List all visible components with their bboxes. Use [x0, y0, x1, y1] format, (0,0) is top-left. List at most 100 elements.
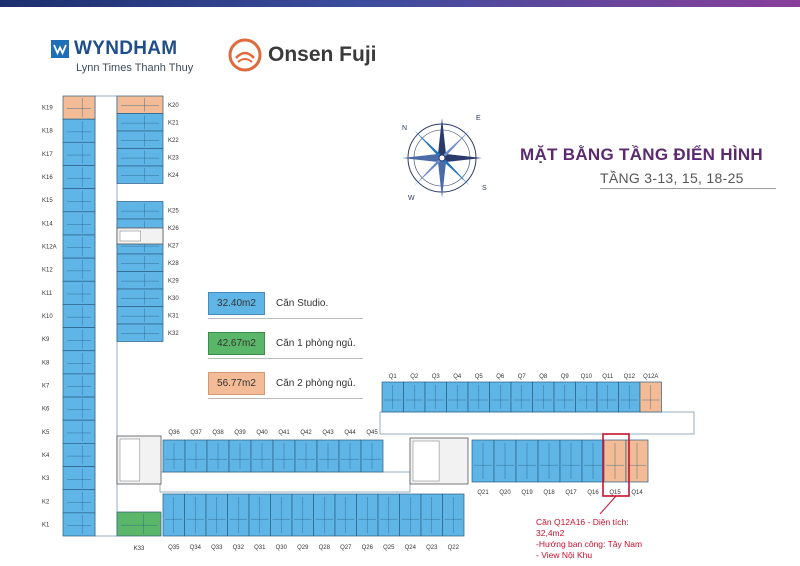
unit-q4 [446, 381, 469, 413]
corridor [379, 411, 695, 435]
unit-label-k10: K10 [42, 314, 53, 320]
unit-label-q15: Q15 [609, 490, 621, 496]
unit-label-k31: K31 [168, 313, 179, 319]
unit-label-k22: K22 [168, 138, 179, 144]
unit-q45 [360, 439, 384, 473]
unit-k5 [62, 419, 96, 444]
unit-q21 [471, 439, 495, 483]
unit-fill [62, 512, 96, 537]
unit-label-q26: Q26 [362, 545, 374, 551]
unit-fill [62, 188, 96, 213]
unit-k22 [116, 130, 164, 149]
annotation-line: 32,4m2 [536, 528, 565, 538]
compass-n-label: N [402, 125, 407, 132]
wyndham-subtitle: Lynn Times Thanh Thuy [76, 62, 194, 74]
unit-q41 [272, 439, 296, 473]
unit-label-q10: Q10 [581, 374, 593, 380]
legend-swatch-one-bed: 42.67m2 [208, 332, 265, 355]
annotation-line: Căn Q12A16 - Diện tích: [536, 517, 629, 527]
unit-fill [62, 489, 96, 514]
unit-q20 [493, 439, 517, 483]
unit-k10 [62, 304, 96, 328]
unit-fill [62, 443, 96, 467]
unit-k12 [62, 257, 96, 282]
page-subtitle: TẦNG 3-13, 15, 18-25 [600, 170, 744, 186]
unit-k7 [62, 373, 96, 398]
stair-core [409, 437, 469, 485]
unit-label-q41: Q41 [278, 430, 290, 436]
unit-fill [116, 201, 164, 220]
unit-k29 [116, 271, 164, 290]
unit-label-k4: K4 [42, 453, 50, 459]
unit-fill [116, 306, 164, 325]
unit-k2 [62, 489, 96, 514]
unit-k28 [116, 253, 164, 272]
legend-label-two-bed: Căn 2 phòng ngủ. [276, 378, 356, 389]
unit-k15 [62, 188, 96, 213]
unit-k12a [62, 234, 96, 259]
unit-label-k27: K27 [168, 243, 179, 249]
unit-label-k12a: K12A [42, 245, 57, 251]
unit-label-q19: Q19 [521, 490, 533, 496]
unit-label-q45: Q45 [366, 430, 378, 436]
unit-fill [62, 373, 96, 398]
unit-label-k12: K12 [42, 268, 53, 274]
unit-q29 [291, 493, 314, 537]
wyndham-emblem-icon [51, 40, 69, 58]
unit-q12a [639, 381, 662, 413]
unit-label-q1: Q1 [389, 374, 398, 380]
unit-k17 [62, 141, 96, 166]
unit-q7 [510, 381, 533, 413]
unit-q17 [559, 439, 583, 483]
unit-q3 [424, 381, 447, 413]
unit-label-k26: K26 [168, 226, 179, 232]
unit-label-k29: K29 [168, 278, 179, 284]
unit-q18 [537, 439, 561, 483]
legend-divider [208, 358, 363, 359]
unit-label-k8: K8 [42, 360, 50, 366]
unit-fill [116, 288, 164, 307]
unit-label-q18: Q18 [543, 490, 555, 496]
legend-label-one-bed: Căn 1 phòng ngủ. [276, 338, 356, 349]
unit-q28 [313, 493, 336, 537]
unit-fill [116, 323, 164, 342]
unit-k21 [116, 113, 164, 132]
highlight-annotation: Căn Q12A16 - Diện tích: 32,4m2 -Hướng ba… [536, 517, 642, 561]
unit-fill [62, 350, 96, 375]
unit-label-q36: Q36 [168, 430, 180, 436]
unit-label-q35: Q35 [168, 545, 180, 551]
annotation-line: -Hướng ban công: Tây Nam [536, 539, 643, 549]
unit-k19 [62, 95, 96, 120]
unit-label-k1: K1 [42, 522, 50, 528]
unit-label-q6: Q6 [496, 374, 505, 380]
unit-label-k28: K28 [168, 261, 179, 267]
unit-q24 [399, 493, 422, 537]
unit-label-q7: Q7 [518, 374, 527, 380]
corridor [159, 471, 411, 493]
unit-k4 [62, 443, 96, 467]
unit-q15 [603, 439, 627, 483]
unit-k14 [62, 211, 96, 236]
compass-rose-icon: N E S W [402, 115, 487, 202]
unit-q43 [316, 439, 340, 473]
unit-k24 [116, 165, 164, 184]
wyndham-logo: WYNDHAM Lynn Times Thanh Thuy [50, 38, 210, 78]
unit-label-k18: K18 [42, 129, 53, 135]
unit-q19 [515, 439, 539, 483]
legend-swatch-studio: 32.40m2 [208, 292, 265, 315]
unit-fill [116, 130, 164, 149]
unit-fill [62, 396, 96, 421]
onsen-emblem-icon [228, 38, 262, 72]
unit-label-k32: K32 [168, 331, 179, 337]
unit-q40 [250, 439, 274, 473]
unit-label-q5: Q5 [475, 374, 484, 380]
unit-label-q22: Q22 [448, 545, 460, 551]
unit-q26 [356, 493, 379, 537]
unit-label-k2: K2 [42, 499, 50, 505]
unit-k16 [62, 165, 96, 189]
unit-label-k23: K23 [168, 155, 179, 161]
unit-q16 [581, 439, 605, 483]
unit-label-q17: Q17 [565, 490, 577, 496]
unit-q10 [575, 381, 598, 413]
